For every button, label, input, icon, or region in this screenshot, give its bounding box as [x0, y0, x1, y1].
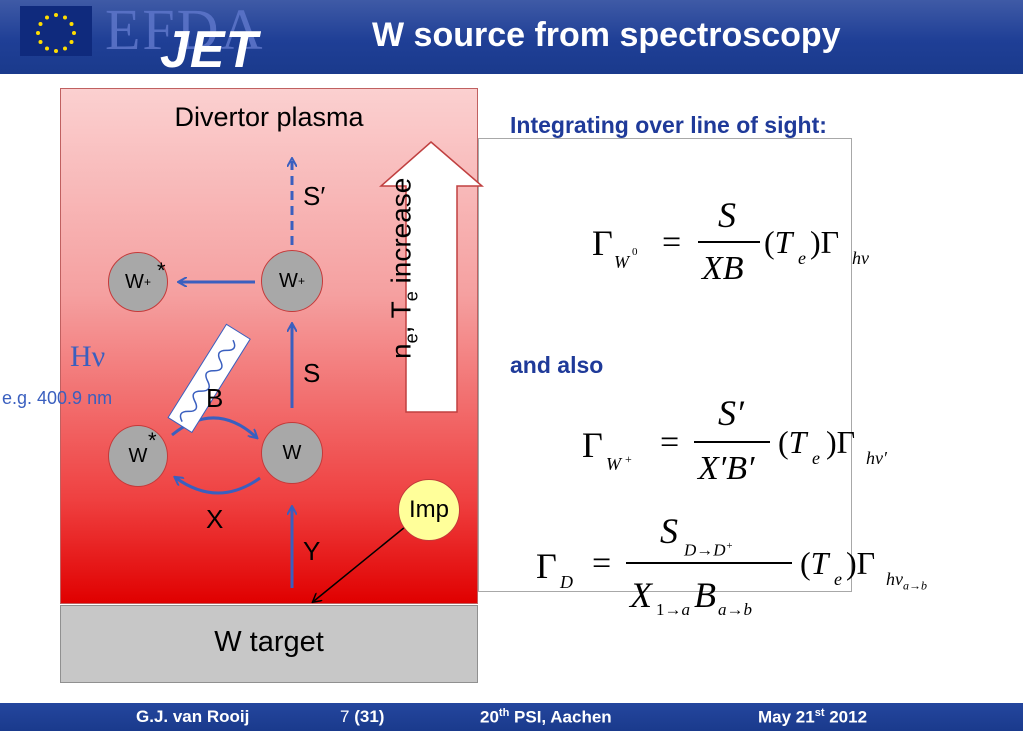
example-wavelength-label: e.g. 400.9 nm	[2, 388, 113, 408]
arrow-text-sub-e1: e	[401, 333, 422, 344]
w-star-excited-mark: *	[148, 428, 157, 453]
footer-author: G.J. van Rooij	[136, 707, 250, 726]
b-arrow	[171, 416, 256, 437]
arrow-text-sub-e2: e	[401, 291, 422, 302]
h-nu-label: Hν	[70, 340, 106, 373]
arrow-text-n: n	[385, 343, 417, 359]
eu-flag-logo	[20, 6, 92, 56]
arrow-text-t: , T	[385, 301, 417, 334]
footer-conf-rest: PSI, Aachen	[509, 707, 612, 727]
w-plus-label: W	[279, 269, 298, 292]
y-label: Y	[303, 536, 321, 566]
w-star-plus-charge: +	[143, 275, 151, 289]
footer-bar	[0, 703, 1023, 731]
w-ion-species: W+	[261, 250, 323, 312]
equation-frame	[478, 138, 852, 592]
jet-logo-text: JET	[160, 21, 259, 79]
efda-logo-text: EFDA	[105, 0, 265, 62]
header-bar	[0, 0, 1023, 74]
w-ion-excited-species: W+	[108, 252, 168, 312]
w-neutral-excited-species: W	[108, 425, 168, 487]
footer-page-number: 7 (31)	[340, 707, 384, 727]
footer-total: (31)	[354, 707, 385, 726]
density-temperature-increase-label: ne, Te increase	[386, 148, 423, 388]
w-star-plus-label: W	[125, 270, 144, 293]
footer-date: May 21st 2012	[758, 707, 867, 728]
x-arrow	[176, 478, 261, 495]
w-neutral-label: W	[282, 441, 302, 464]
s-label: S	[303, 358, 321, 388]
b-label: B	[206, 383, 224, 413]
footer-date-year: 2012	[824, 707, 868, 727]
w-target-label: W target	[214, 626, 324, 658]
heading-and-also: and also	[510, 352, 604, 378]
w-star-plus-excited-mark: *	[157, 258, 166, 283]
density-temperature-arrow	[379, 141, 485, 413]
photon-emission-icon	[167, 323, 251, 434]
impurity-species: Imp	[398, 479, 460, 541]
divertor-plasma-label: Divertor plasma	[174, 102, 364, 132]
arrow-text-increase: increase	[385, 177, 417, 292]
imp-label: Imp	[408, 496, 449, 523]
footer-conf-sup: th	[498, 707, 510, 719]
w-plus-charge: +	[297, 274, 305, 288]
footer-date-sup: st	[814, 707, 825, 719]
footer-date-main: May 21	[758, 707, 815, 727]
heading-line-of-sight: Integrating over line of sight:	[510, 112, 827, 138]
w-star-label: W	[128, 444, 148, 467]
footer-conference: 20th PSI, Aachen	[480, 707, 612, 728]
footer-conf-num: 20	[480, 707, 499, 727]
s-prime-label: S′	[303, 181, 326, 211]
slide-title: W source from spectroscopy	[372, 16, 841, 54]
footer-page: 7	[340, 707, 350, 726]
w-target-region	[60, 605, 478, 683]
x-label: X	[206, 504, 224, 534]
imp-arrow	[314, 526, 406, 601]
w-neutral-species: W	[261, 422, 323, 484]
